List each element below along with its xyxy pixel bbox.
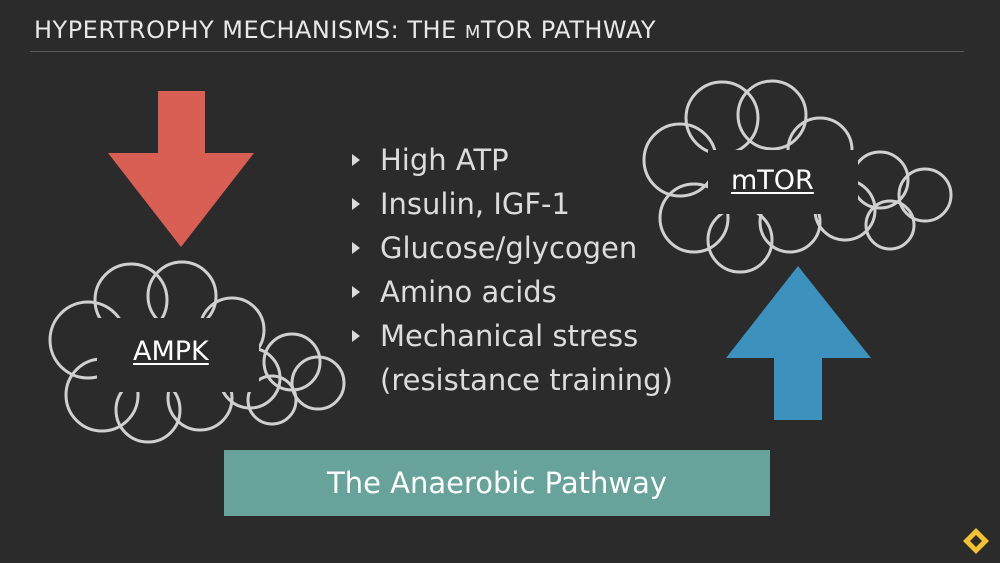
banner-label: The Anaerobic Pathway xyxy=(327,466,667,500)
bullet-text: Insulin, IGF-1 xyxy=(380,187,570,221)
bullet-list: High ATP Insulin, IGF-1 Glucose/glycogen… xyxy=(352,140,673,404)
bullet-triangle-icon xyxy=(352,198,360,210)
diamond-logo-icon xyxy=(963,528,989,554)
title-text-small: M xyxy=(464,22,481,43)
ampk-label: AMPK xyxy=(133,336,209,367)
bullet-item: Mechanical stress xyxy=(352,316,673,360)
bullet-text: Amino acids xyxy=(380,275,557,309)
bullet-triangle-icon xyxy=(352,242,360,254)
arrow-up-icon xyxy=(726,266,871,420)
bullet-text: Mechanical stress xyxy=(380,319,639,353)
bullet-text: High ATP xyxy=(380,143,509,177)
mtor-label: mTOR xyxy=(731,165,814,196)
bullet-text: Glucose/glycogen xyxy=(380,231,638,265)
anaerobic-pathway-banner: The Anaerobic Pathway xyxy=(224,450,770,516)
slide-title: HYPERTROPHY MECHANISMS: THE MTOR PATHWAY xyxy=(34,16,656,44)
title-text-start: HYPERTROPHY MECHANISMS: THE xyxy=(34,16,465,44)
title-text-end: TOR PATHWAY xyxy=(480,16,657,44)
bullet-triangle-icon xyxy=(352,330,360,342)
title-divider xyxy=(30,51,964,52)
arrow-down-icon xyxy=(108,91,254,247)
bullet-continuation: (resistance training) xyxy=(380,363,673,397)
bullet-item: Amino acids xyxy=(352,272,673,316)
bullet-triangle-icon xyxy=(352,286,360,298)
bullet-triangle-icon xyxy=(352,154,360,166)
bullet-item: High ATP xyxy=(352,140,673,184)
bullet-item: Glucose/glycogen xyxy=(352,228,673,272)
bullet-item: Insulin, IGF-1 xyxy=(352,184,673,228)
